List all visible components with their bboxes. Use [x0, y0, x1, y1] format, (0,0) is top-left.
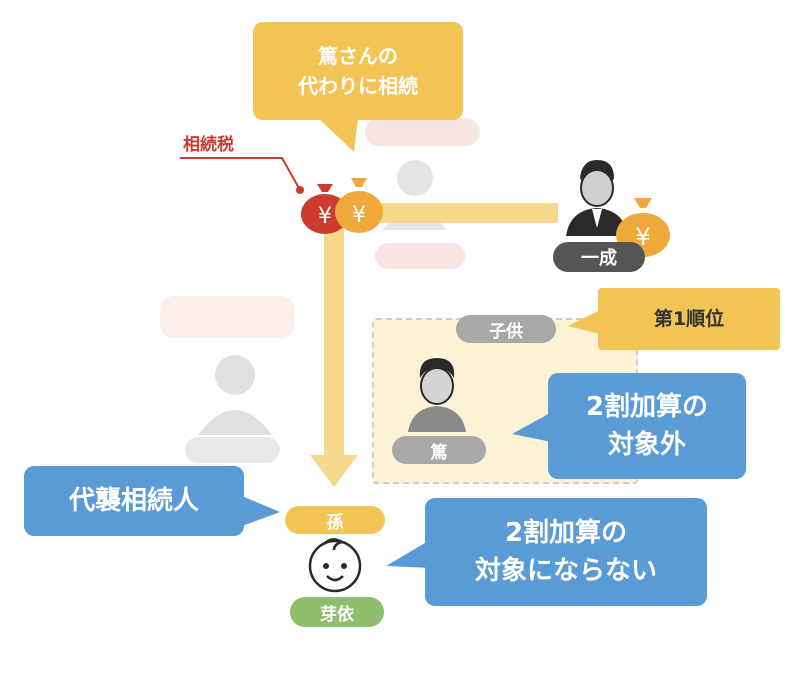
faded-label-left2 — [185, 437, 280, 463]
issei-name-badge: 一成 — [553, 242, 645, 272]
grandchild-label-badge: 孫 — [285, 506, 385, 534]
no-surcharge-tail-icon — [386, 540, 430, 574]
callout-tail-icon — [318, 118, 358, 156]
orange-money-bag-icon: ¥ — [333, 172, 385, 238]
tax-leader-line — [180, 152, 310, 206]
callout-line-1: 篤さんの — [318, 44, 398, 68]
not-applicable-tail-icon — [512, 412, 552, 446]
yen-glyph-red: ¥ — [318, 204, 332, 229]
callout-line-2: 対象にならない — [474, 556, 657, 586]
inheritance-tax-label: 相続税 — [183, 135, 234, 155]
substitute-heir-callout: 代襲相続人 — [24, 466, 244, 536]
grandchild-name-badge: 芽依 — [290, 597, 384, 627]
callout-line-2: 対象外 — [607, 430, 686, 460]
surcharge-not-applicable-callout: 2割加算の 対象外 — [548, 373, 746, 479]
issei-person-icon — [562, 156, 632, 240]
horizontal-arrow-bar — [380, 203, 558, 223]
callout-line-1: 2割加算の — [585, 392, 709, 422]
atsushi-name-badge: 篤 — [392, 436, 486, 464]
heir-callout-tail-icon — [242, 496, 280, 530]
faded-label-left — [160, 296, 295, 338]
faded-person-left-icon — [190, 345, 280, 439]
first-rank-callout: 第1順位 — [598, 288, 780, 350]
faded-label-top2 — [375, 243, 465, 269]
no-surcharge-callout: 2割加算の 対象にならない — [425, 498, 707, 606]
atsushi-person-icon — [402, 352, 472, 436]
inherit-instead-callout: 篤さんの 代わりに相続 — [253, 22, 463, 120]
children-label-badge: 子供 — [456, 315, 556, 343]
vertical-arrow-bar — [324, 222, 344, 460]
yen-glyph-issei: ¥ — [635, 223, 650, 251]
down-arrowhead-icon — [310, 455, 358, 491]
callout-line-1: 2割加算の — [504, 518, 628, 548]
yen-glyph-orange: ¥ — [352, 203, 366, 228]
faded-label-top — [365, 118, 480, 146]
grandchild-baby-icon — [304, 536, 366, 598]
callout-line-2: 代わりに相続 — [298, 74, 418, 98]
